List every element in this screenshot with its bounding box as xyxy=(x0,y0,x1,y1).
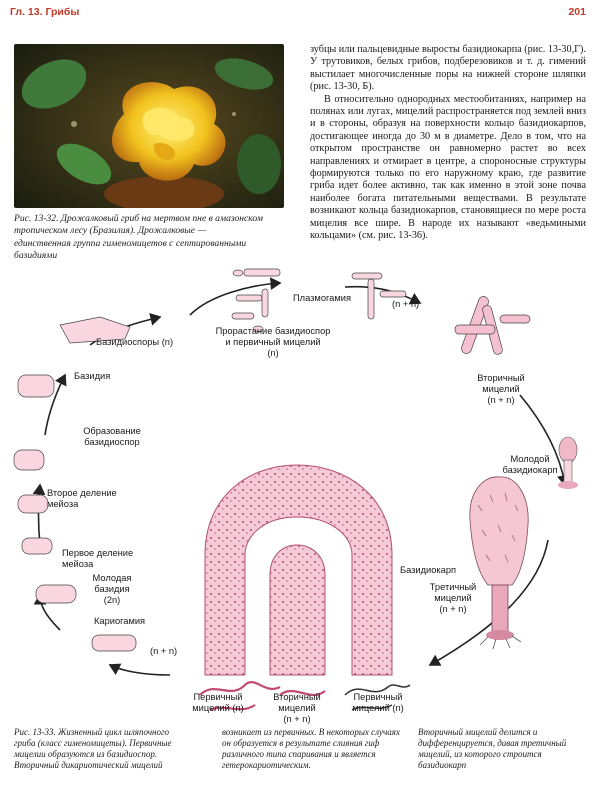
primary-mycelium-right-drawing xyxy=(344,684,411,711)
caption-column-1: Рис. 13-33. Жизненный цикл шляпочного гр… xyxy=(14,727,172,770)
bottom-mycelia-drawing xyxy=(199,681,326,712)
label-basidium: Базидия xyxy=(74,371,111,381)
caption-column-2: возникает из первичных. В некоторых случ… xyxy=(222,727,400,770)
label-tertiary-mycelium: Третичный мицелий (n + n) xyxy=(429,582,477,614)
basidia-stages-drawing xyxy=(13,316,137,652)
label-secondary-mycelium-right: Вторичный мицелий (n + n) xyxy=(477,373,525,405)
chapter-header: Гл. 13. Грибы xyxy=(10,6,80,18)
plasmogamy-drawing xyxy=(351,272,407,320)
label-karyogamy: Кариогамия xyxy=(94,616,146,626)
body-paragraph-1: зубцы или пальцевидные выросты базидиока… xyxy=(310,44,586,93)
label-young-basidiocarp: Молодой базидиокарп xyxy=(502,454,558,475)
spore-germination-drawing xyxy=(231,268,281,333)
photo-caption: Рис. 13-32. Дрожалковый гриб на мертвом … xyxy=(14,213,263,262)
label-n-plus-n-left: (n + n) xyxy=(150,646,178,656)
page-number: 201 xyxy=(568,6,586,18)
label-first-division: Первое деление мейоза xyxy=(62,548,134,569)
secondary-mycelium-drawing xyxy=(454,296,531,355)
basidiocarp-drawing xyxy=(469,476,529,650)
label-primary-mycelium-1: Первичный мицелий (n) xyxy=(192,692,244,713)
hymenium-section-drawing xyxy=(204,464,393,676)
label-n-plus-n-top: (n + n) xyxy=(392,299,420,309)
label-basidiospores: Базидиоспоры (n) xyxy=(96,337,174,347)
label-second-division: Второе деление мейоза xyxy=(47,488,117,509)
body-paragraph-2: В относительно однородных местообитаниях… xyxy=(310,93,586,242)
young-basidiocarp-drawing xyxy=(558,436,578,489)
label-primary-mycelium-2: Первичный мицелий (n) xyxy=(352,692,404,713)
label-plasmogamy: Плазмогамия xyxy=(293,293,351,303)
label-germination: Прорастание базидиоспор и первичный мице… xyxy=(215,326,331,358)
caption-column-3: Вторичный мицелий делится и дифференциру… xyxy=(418,727,567,770)
jelly-fungus-photo xyxy=(14,44,284,208)
life-cycle-diagram: Плазмогамия (n + n) Прорастание базидиос… xyxy=(0,255,600,725)
label-basidiocarp: Базидиокарп xyxy=(400,565,457,575)
label-spore-formation: Образование базидиоспор xyxy=(83,426,141,447)
label-young-basidium: Молодая базидия (2n) xyxy=(92,573,132,605)
label-secondary-mycelium-bottom: Вторичный мицелий (n + n) xyxy=(273,692,321,724)
body-text: зубцы или пальцевидные выросты базидиока… xyxy=(310,44,586,243)
